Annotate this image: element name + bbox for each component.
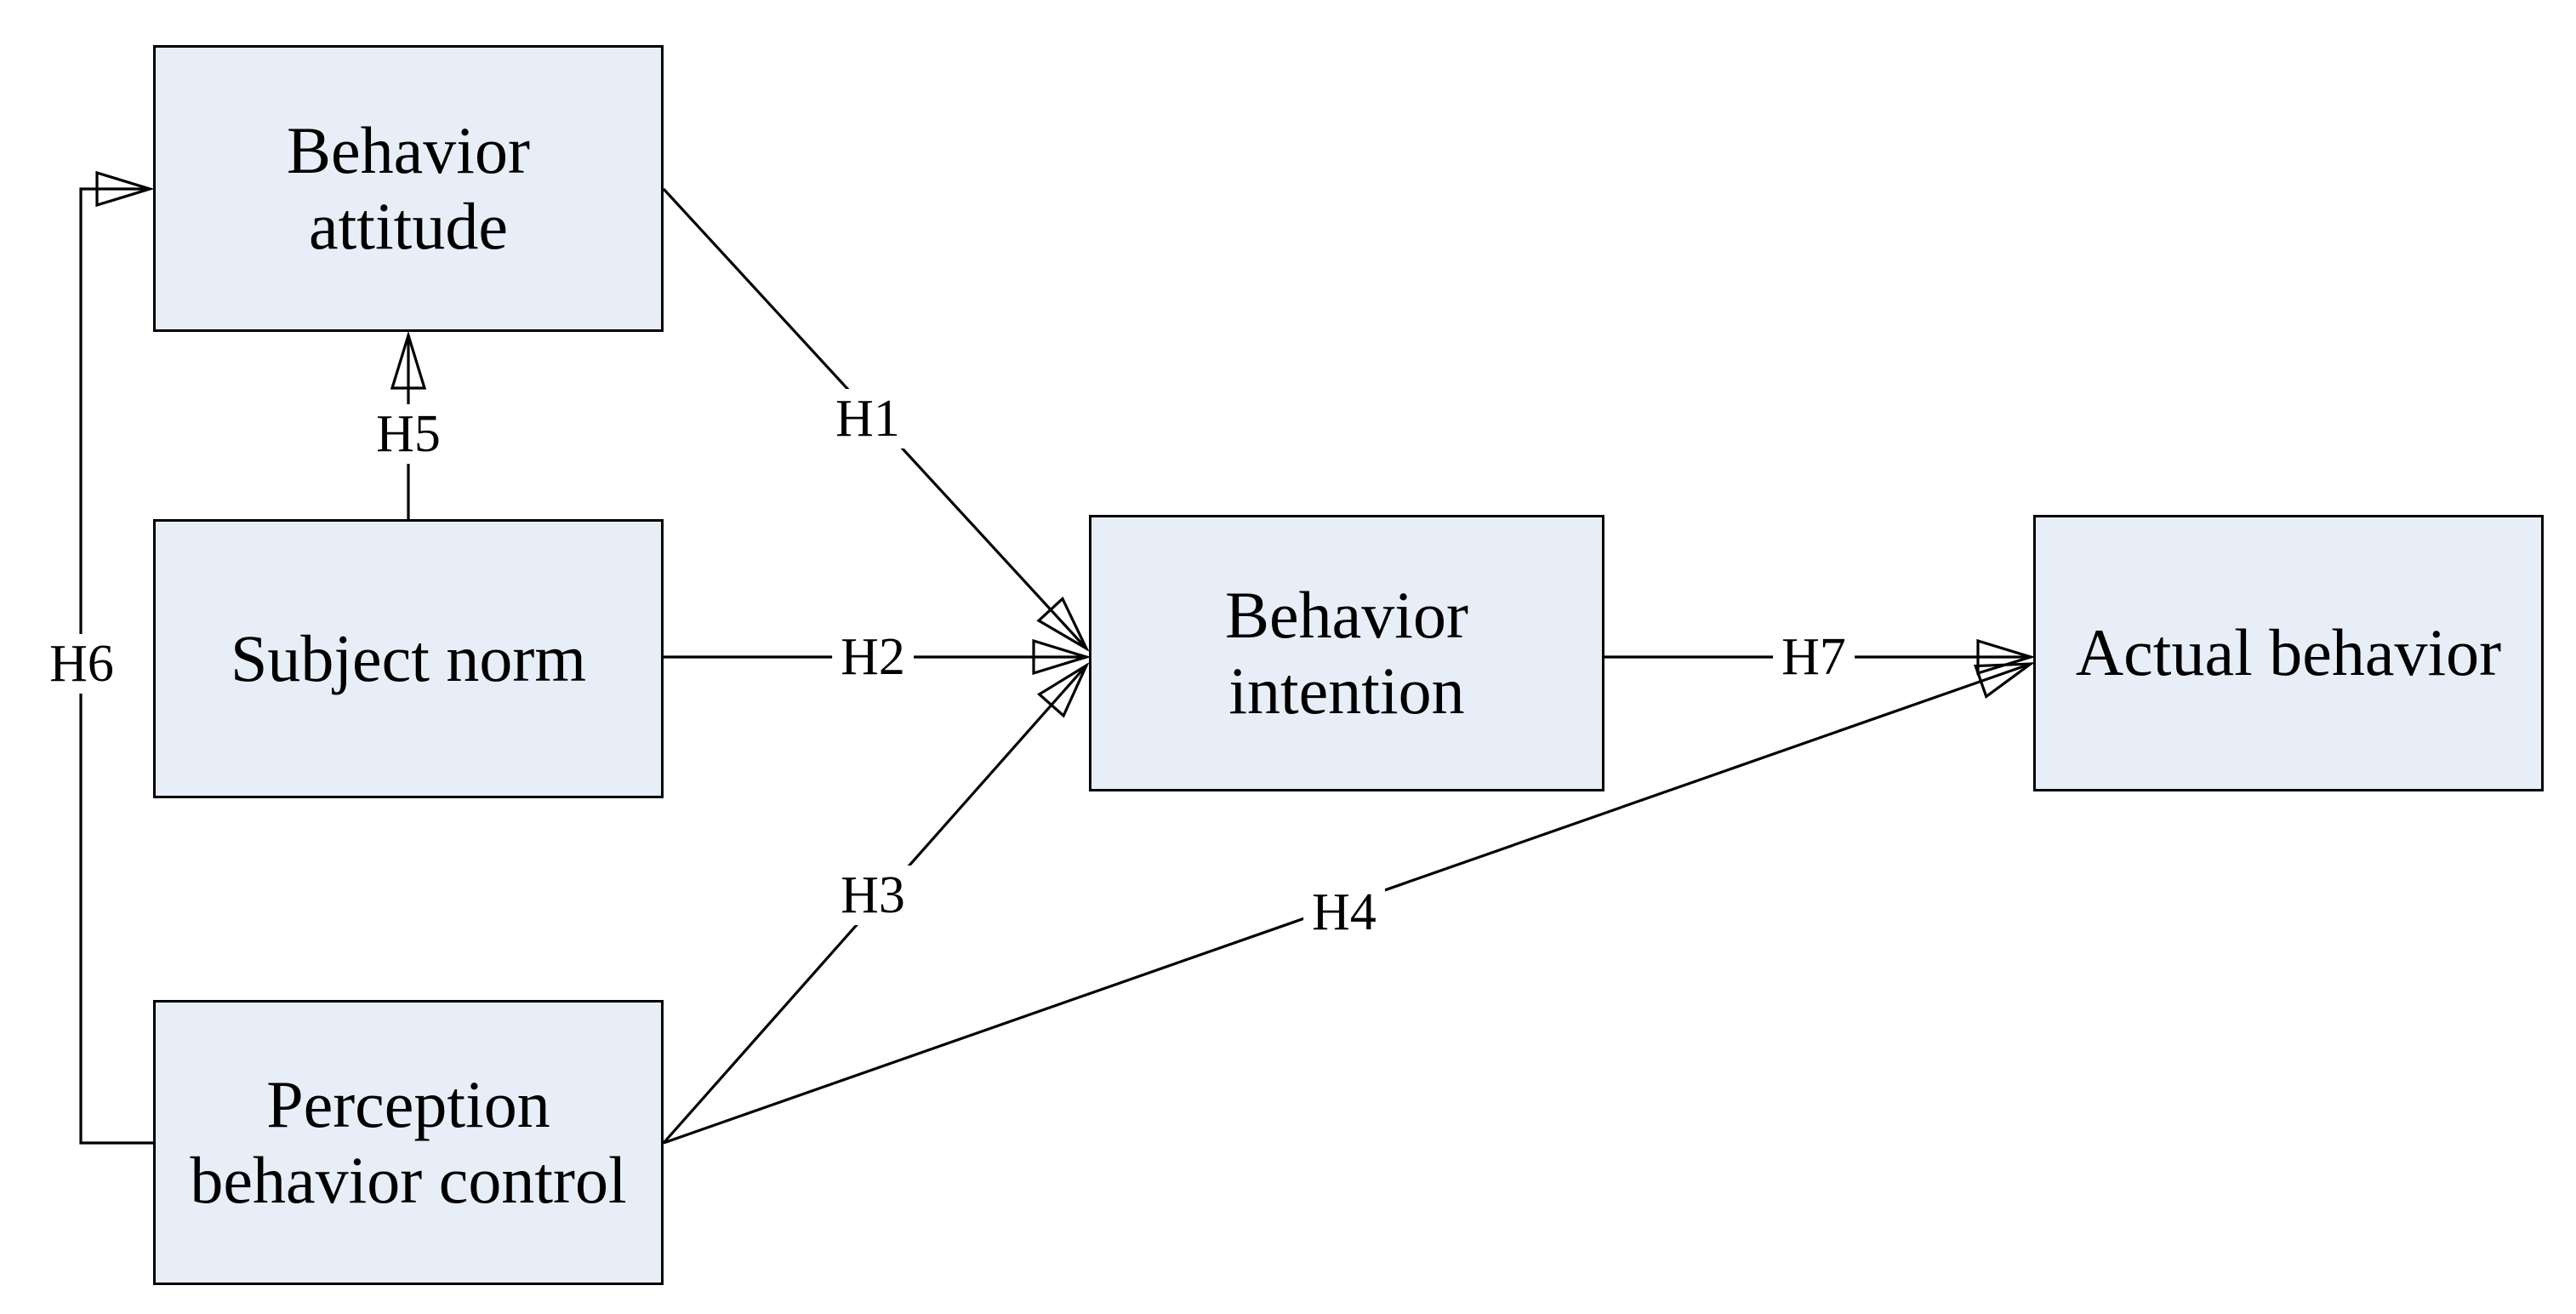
edge-label-h4: H4 bbox=[1303, 883, 1385, 942]
node-actual-behavior-label: Actual behavior bbox=[2075, 615, 2502, 690]
node-behavior-intention-label: Behavior intention bbox=[1225, 578, 1468, 728]
edge-label-h7: H7 bbox=[1773, 627, 1855, 687]
edge-label-h3: H3 bbox=[832, 866, 914, 925]
node-perception-behavior-control: Perception behavior control bbox=[153, 1000, 664, 1285]
edge-label-h1: H1 bbox=[827, 389, 909, 448]
node-behavior-intention: Behavior intention bbox=[1089, 515, 1604, 791]
node-subject-norm: Subject norm bbox=[153, 519, 664, 798]
node-actual-behavior: Actual behavior bbox=[2033, 515, 2544, 791]
node-behavior-attitude-label: Behavior attitude bbox=[287, 113, 530, 263]
node-subject-norm-label: Subject norm bbox=[230, 620, 587, 695]
edge-label-h2: H2 bbox=[832, 627, 914, 687]
node-perception-behavior-control-label: Perception behavior control bbox=[190, 1067, 627, 1217]
edge-label-h5: H5 bbox=[368, 404, 449, 464]
edge-label-h6: H6 bbox=[41, 634, 123, 694]
node-behavior-attitude: Behavior attitude bbox=[153, 45, 664, 332]
